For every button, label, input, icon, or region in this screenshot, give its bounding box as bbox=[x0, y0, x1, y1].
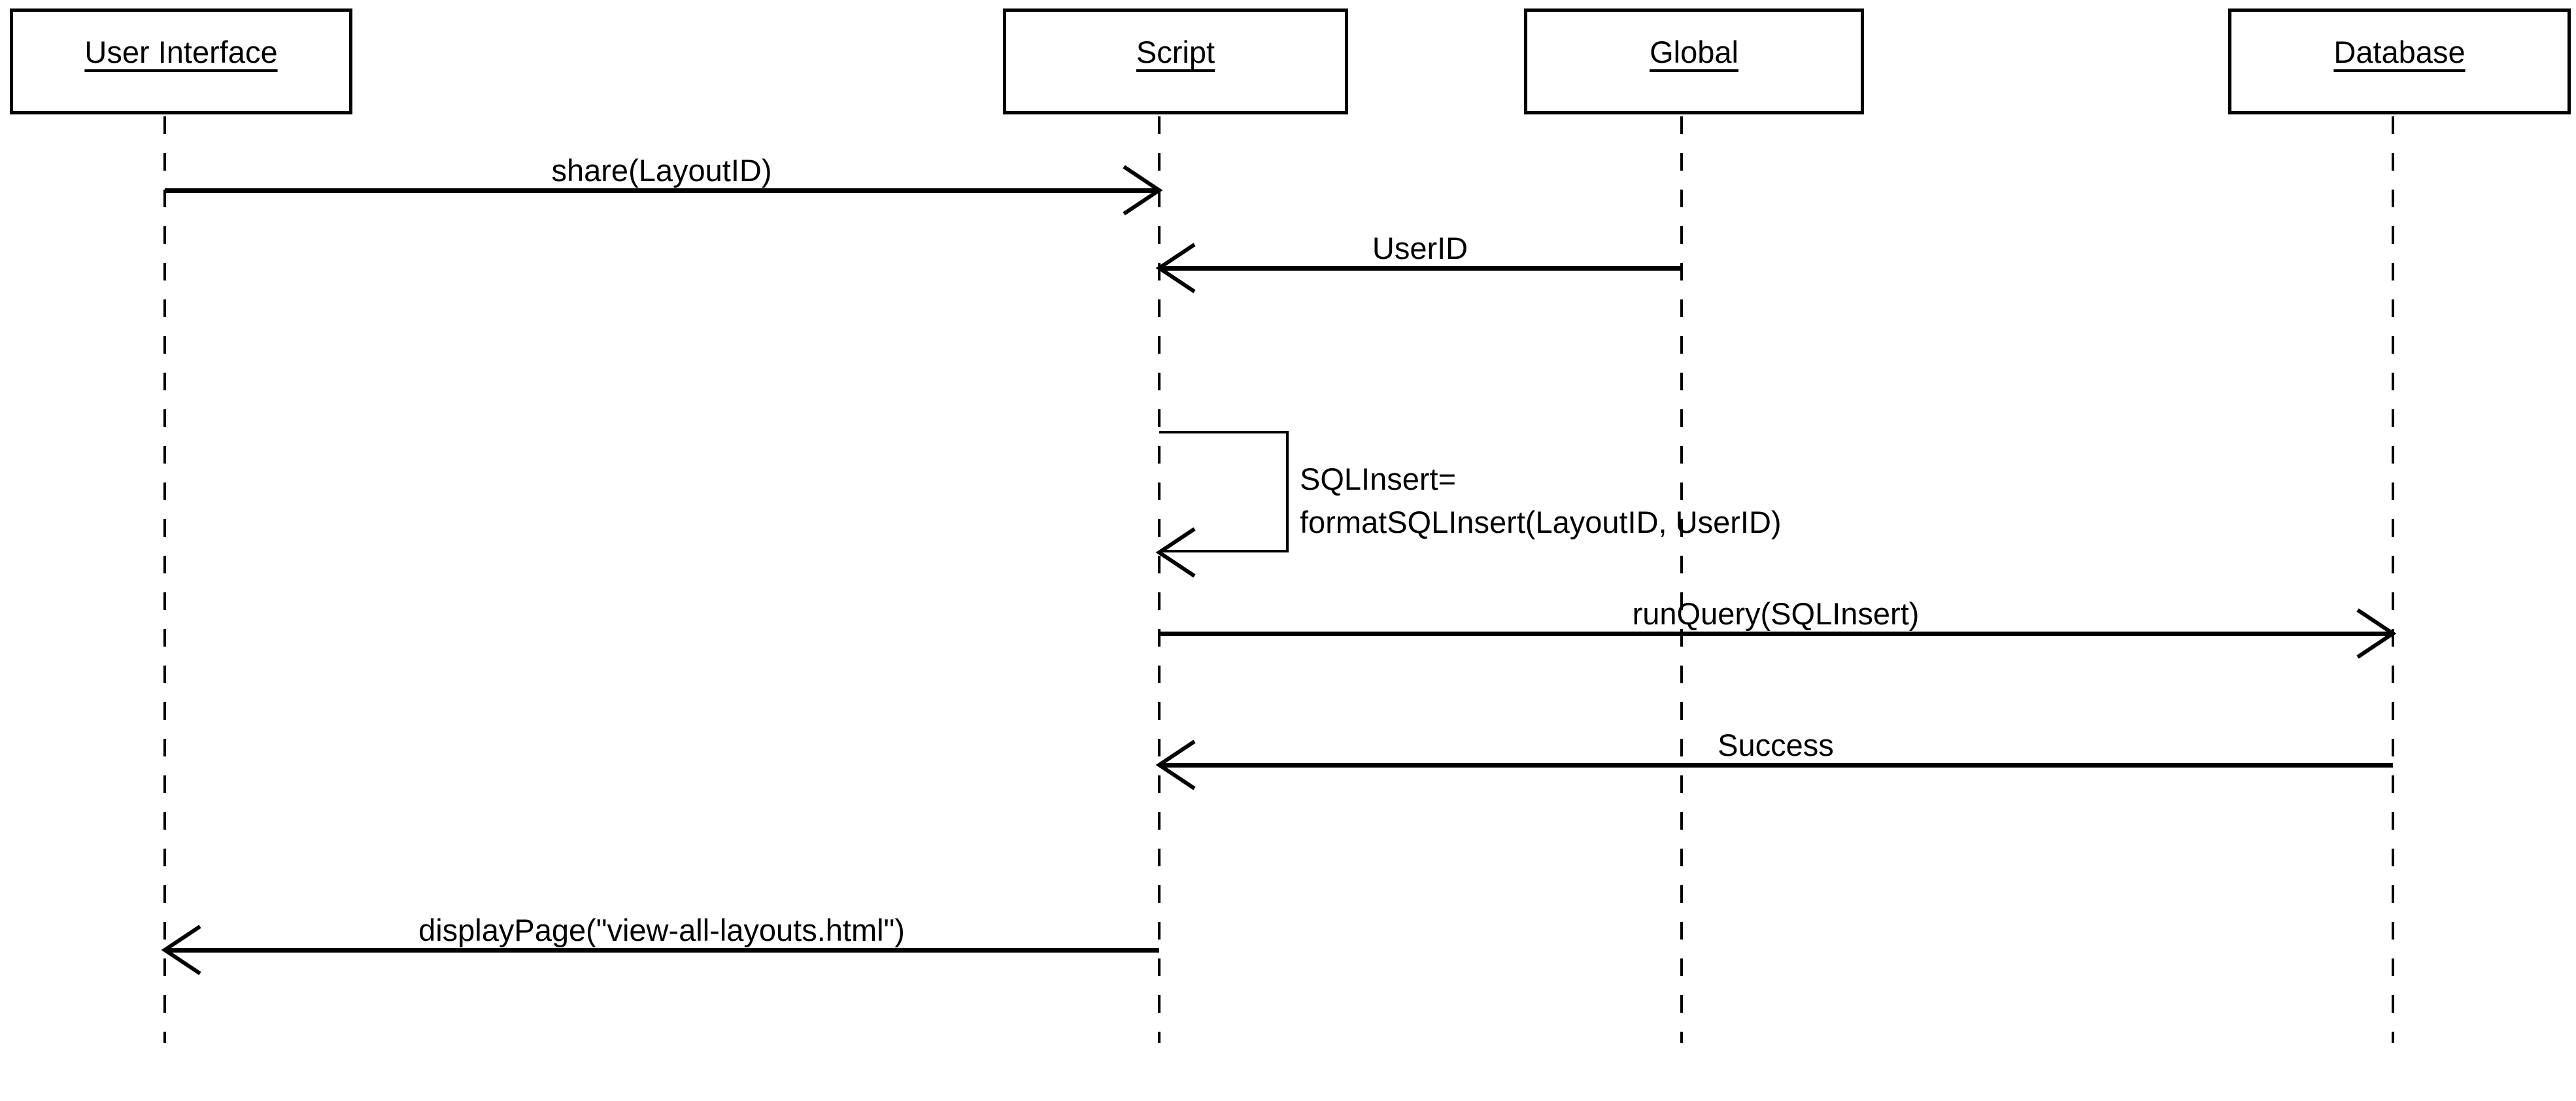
actor-box-script: Script bbox=[1003, 8, 1348, 114]
actor-label-global: Global bbox=[1650, 34, 1738, 69]
message-line-share bbox=[165, 188, 1159, 193]
self-message-label-line1: SQLInsert= bbox=[1300, 462, 1457, 496]
message-line-success bbox=[1159, 763, 2393, 768]
lifeline-script bbox=[1158, 116, 1161, 1043]
message-line-userid bbox=[1159, 266, 1682, 271]
message-label-success: Success bbox=[1718, 728, 1834, 762]
message-line-runquery bbox=[1159, 632, 2393, 636]
arrowhead-right-icon bbox=[1123, 165, 1163, 216]
arrowhead-left-icon bbox=[1155, 527, 1196, 578]
lifeline-user-interface bbox=[163, 116, 166, 1043]
message-label-share: share(LayoutID) bbox=[551, 153, 772, 188]
actor-label-script: Script bbox=[1136, 34, 1215, 69]
actor-label-database: Database bbox=[2333, 34, 2466, 69]
arrowhead-left-icon bbox=[1155, 739, 1196, 790]
arrowhead-right-icon bbox=[2356, 608, 2397, 659]
arrowhead-left-icon bbox=[1155, 243, 1196, 294]
message-label-userid: UserID bbox=[1372, 231, 1468, 265]
self-message-label: SQLInsert= formatSQLInsert(LayoutID, Use… bbox=[1300, 458, 1782, 544]
message-label-displaypage: displayPage("view-all-layouts.html") bbox=[418, 913, 905, 947]
self-message-loop bbox=[1159, 431, 1289, 552]
actor-box-database: Database bbox=[2228, 8, 2571, 114]
message-line-displaypage bbox=[165, 948, 1159, 953]
arrowhead-left-icon bbox=[161, 924, 201, 975]
message-label-runquery: runQuery(SQLInsert) bbox=[1632, 596, 1920, 631]
actor-label-user-interface: User Interface bbox=[84, 34, 278, 69]
actor-box-global: Global bbox=[1524, 8, 1864, 114]
self-message-label-line2: formatSQLInsert(LayoutID, UserID) bbox=[1300, 505, 1782, 539]
lifeline-global bbox=[1680, 116, 1683, 1043]
actor-box-user-interface: User Interface bbox=[10, 8, 352, 114]
lifeline-database bbox=[2392, 116, 2394, 1043]
